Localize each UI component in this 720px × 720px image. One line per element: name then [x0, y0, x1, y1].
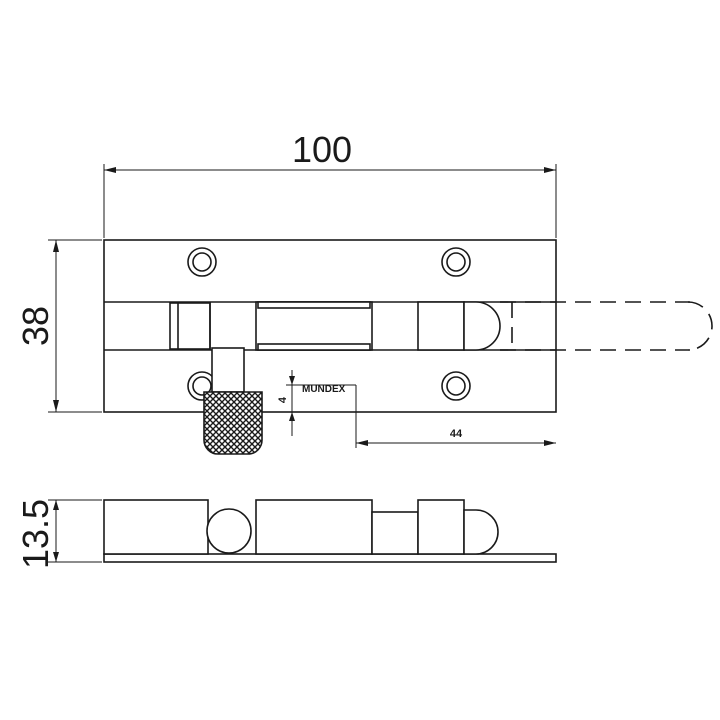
bolt-travel-dimension: 44 — [355, 385, 556, 448]
side-slot-block — [255, 499, 373, 555]
side-guide-right — [417, 499, 465, 555]
height-dimension: 38 — [15, 239, 102, 413]
bolt-handle-stem — [211, 347, 245, 393]
front-view: 4 MUNDEX 44 — [103, 239, 713, 455]
bolt-tip — [463, 301, 501, 351]
thickness-value: 13.5 — [15, 499, 56, 569]
brand-label: MUNDEX — [302, 384, 346, 395]
thickness-dimension: 13.5 — [15, 499, 102, 569]
side-view — [103, 499, 557, 563]
bolt-extended-outline — [500, 301, 713, 351]
side-base-plate — [103, 553, 557, 563]
screw-hole — [441, 371, 471, 401]
length-dimension: 100 — [103, 129, 557, 238]
bolt-guide-left — [169, 302, 211, 350]
bolt-offset-dimension: 4 MUNDEX — [277, 370, 356, 436]
screw-hole — [441, 247, 471, 277]
side-bolt — [371, 511, 419, 555]
bolt-guide-right — [417, 301, 465, 351]
side-knob — [206, 508, 252, 554]
bolt-travel-value: 44 — [450, 428, 463, 440]
bolt-slot — [255, 301, 373, 351]
screw-hole — [187, 247, 217, 277]
bolt-offset-value: 4 — [277, 396, 289, 403]
side-bolt-tip — [463, 509, 499, 555]
height-value: 38 — [15, 306, 56, 346]
knurled-knob — [203, 391, 263, 455]
side-guide-left — [103, 499, 209, 555]
base-plate — [103, 239, 557, 413]
length-value: 100 — [292, 129, 352, 170]
